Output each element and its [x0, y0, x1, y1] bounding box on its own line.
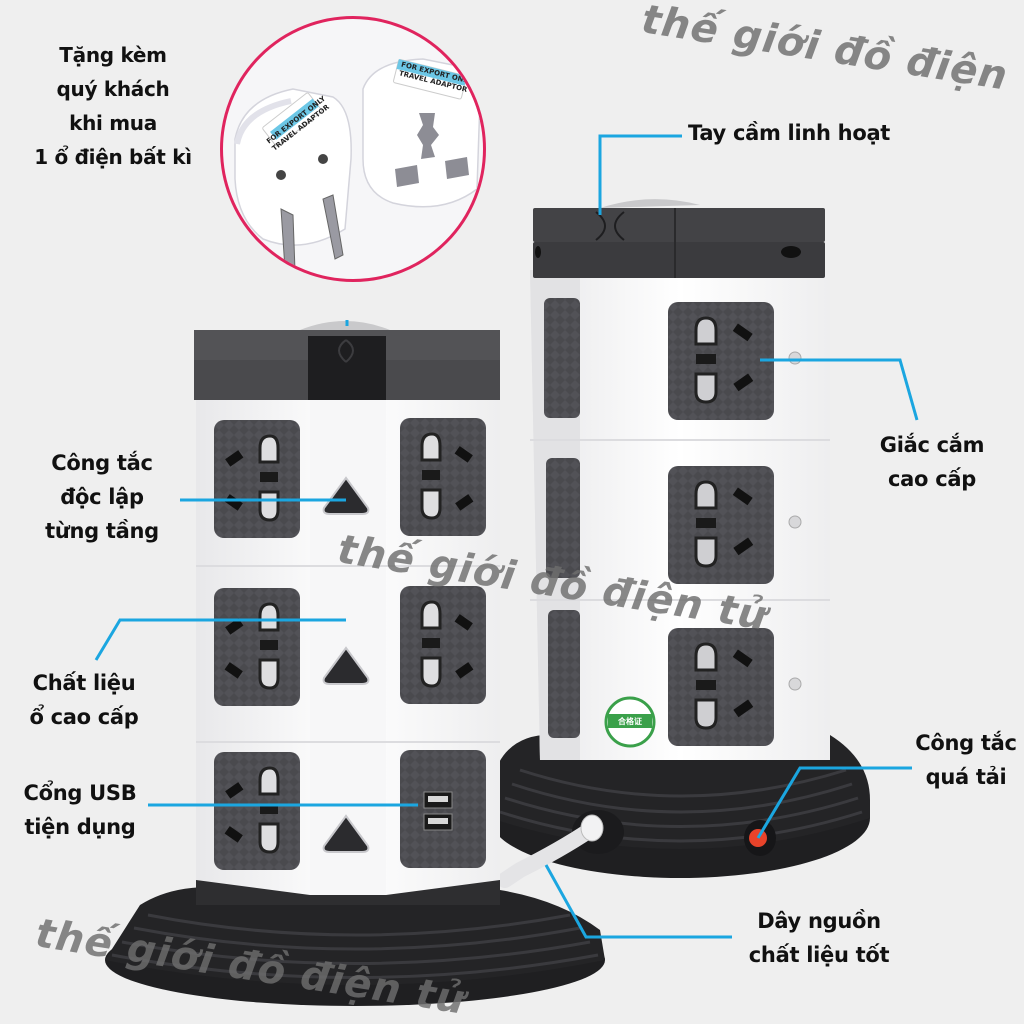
callout-text: Công tắc	[915, 731, 1017, 755]
right-tower-lid-top	[533, 208, 825, 242]
promo-line: Tặng kèm	[59, 43, 167, 67]
right-tower-socket	[666, 300, 776, 422]
left-tower-socket	[212, 750, 302, 872]
callout-usb: Cổng USB tiện dụng	[2, 776, 158, 844]
callout-text: cao cấp	[888, 467, 976, 491]
usb-panel	[400, 750, 486, 868]
callout-material: Chất liệu ổ cao cấp	[4, 666, 164, 734]
adapter-socket-center	[417, 113, 439, 159]
right-tower-socket	[666, 464, 776, 586]
callout-socket: Giắc cắm cao cấp	[852, 428, 1012, 496]
callout-line-socket	[760, 358, 919, 421]
callout-text: Dây nguồn	[757, 909, 881, 933]
callout-line-cord	[544, 864, 732, 939]
callout-text: từng tầng	[45, 519, 159, 543]
callout-text: Cổng USB	[23, 781, 137, 805]
callout-text: Chất liệu	[32, 671, 136, 695]
free-gift-promo-text: Tặng kèm quý khách khi mua 1 ổ điện bất …	[18, 38, 208, 174]
callout-text: Giắc cắm	[879, 433, 985, 457]
left-power-tower	[105, 321, 605, 1006]
left-tower-socket	[212, 586, 302, 708]
right-tower-lid-bottom	[533, 242, 825, 278]
callout-line-material	[94, 618, 346, 661]
promo-line: 1 ổ điện bất kì	[34, 145, 192, 169]
callout-cord: Dây nguồn chất liệu tốt	[730, 904, 908, 972]
right-power-tower	[490, 199, 870, 888]
left-tower-socket	[398, 584, 488, 706]
flexible-handle-front	[338, 339, 354, 363]
callout-text: chất liệu tốt	[748, 943, 890, 967]
certification-label: 合格证	[618, 717, 642, 726]
promo-line: khi mua	[69, 111, 157, 135]
callout-text: Công tắc	[51, 451, 153, 475]
right-tower-socket	[666, 626, 776, 748]
callout-line-handle	[598, 134, 682, 215]
left-tower-socket	[398, 416, 488, 538]
adapter-prong-right	[322, 194, 344, 260]
promo-line: quý khách	[56, 77, 170, 101]
callout-text: Tay cầm linh hoạt	[688, 121, 891, 145]
callout-overload: Công tắc quá tải	[896, 726, 1024, 794]
callout-text: độc lập	[60, 485, 144, 509]
left-tower-socket	[212, 418, 302, 540]
callout-handle: Tay cầm linh hoạt	[688, 116, 908, 150]
travel-adapter-illustration	[234, 58, 481, 272]
callout-text: ổ cao cấp	[29, 705, 139, 729]
callout-line-overload	[756, 766, 912, 839]
callout-text: tiện dụng	[24, 815, 136, 839]
callout-switch: Công tắc độc lập từng tầng	[22, 446, 182, 548]
callout-lines	[94, 134, 919, 939]
free-gift-adapter-photo: FOR EXPORT ONLY TRAVEL ADAPTOR FOR EXPOR…	[220, 16, 486, 282]
callout-text: quá tải	[925, 765, 1007, 789]
